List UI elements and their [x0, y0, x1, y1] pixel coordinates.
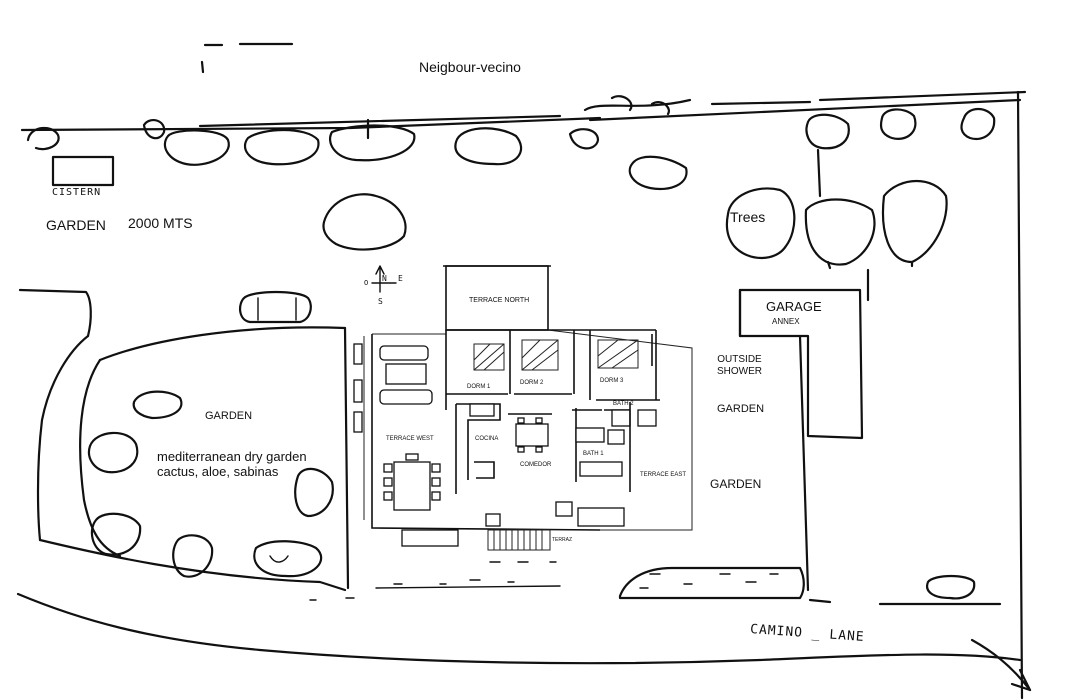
compass-e: E [398, 274, 404, 283]
garden-right2-label: GARDEN [710, 477, 762, 491]
bath1-label: BATH 1 [583, 451, 604, 457]
dorm1-label: DORM 1 [467, 384, 491, 390]
area-label: 2000 MTS [128, 215, 193, 231]
cistern [51, 155, 115, 187]
trees-label: Trees [730, 209, 766, 225]
cistern-label: CISTERN [52, 187, 102, 198]
house-plan [353, 329, 693, 551]
garden-left-label: GARDEN [205, 410, 253, 422]
entrance-steps-label: TERRAZ [552, 537, 572, 543]
terrace-west-label: TERRACE WEST [386, 436, 434, 442]
dry-garden-plants-label: cactus, aloe, sabinas [157, 464, 279, 479]
lane [16, 592, 1032, 692]
compass-rose [371, 265, 397, 293]
dorm2-label: DORM 2 [520, 380, 544, 386]
garden-top-label: GARDEN [46, 217, 106, 233]
garage-label: GARAGE [766, 299, 822, 314]
large-trees [322, 148, 948, 270]
terrace-north-label: TERRACE NORTH [469, 297, 530, 304]
hedge-trees [26, 95, 996, 191]
dry-garden-label: mediterranean dry garden [157, 449, 307, 464]
cocina-label: COCINA [475, 436, 499, 442]
outside-shower-label: OUTSIDE SHOWER [717, 354, 762, 377]
west-garden-boundary [18, 288, 350, 592]
garden-right1-label: GARDEN [717, 403, 765, 415]
terrace-east-label: TERRACE EAST [640, 472, 687, 478]
bath2-label: BATH 2 [613, 401, 634, 407]
dry-garden-plants [87, 390, 334, 578]
garage-annex [738, 288, 864, 440]
compass-o: O [364, 279, 370, 287]
east-path [798, 268, 1002, 606]
front-garden [309, 561, 805, 601]
dorm3-label: DORM 3 [600, 378, 624, 384]
annex-label: ANNEX [772, 317, 800, 326]
comedor-label: COMEDOR [520, 462, 552, 468]
neighbour-label: Neigbour-vecino [419, 59, 521, 75]
compass-n: N [382, 274, 388, 283]
north-boundary [20, 90, 1027, 700]
car [238, 290, 312, 324]
top-marks [200, 42, 294, 74]
compass-s: S [378, 297, 384, 306]
